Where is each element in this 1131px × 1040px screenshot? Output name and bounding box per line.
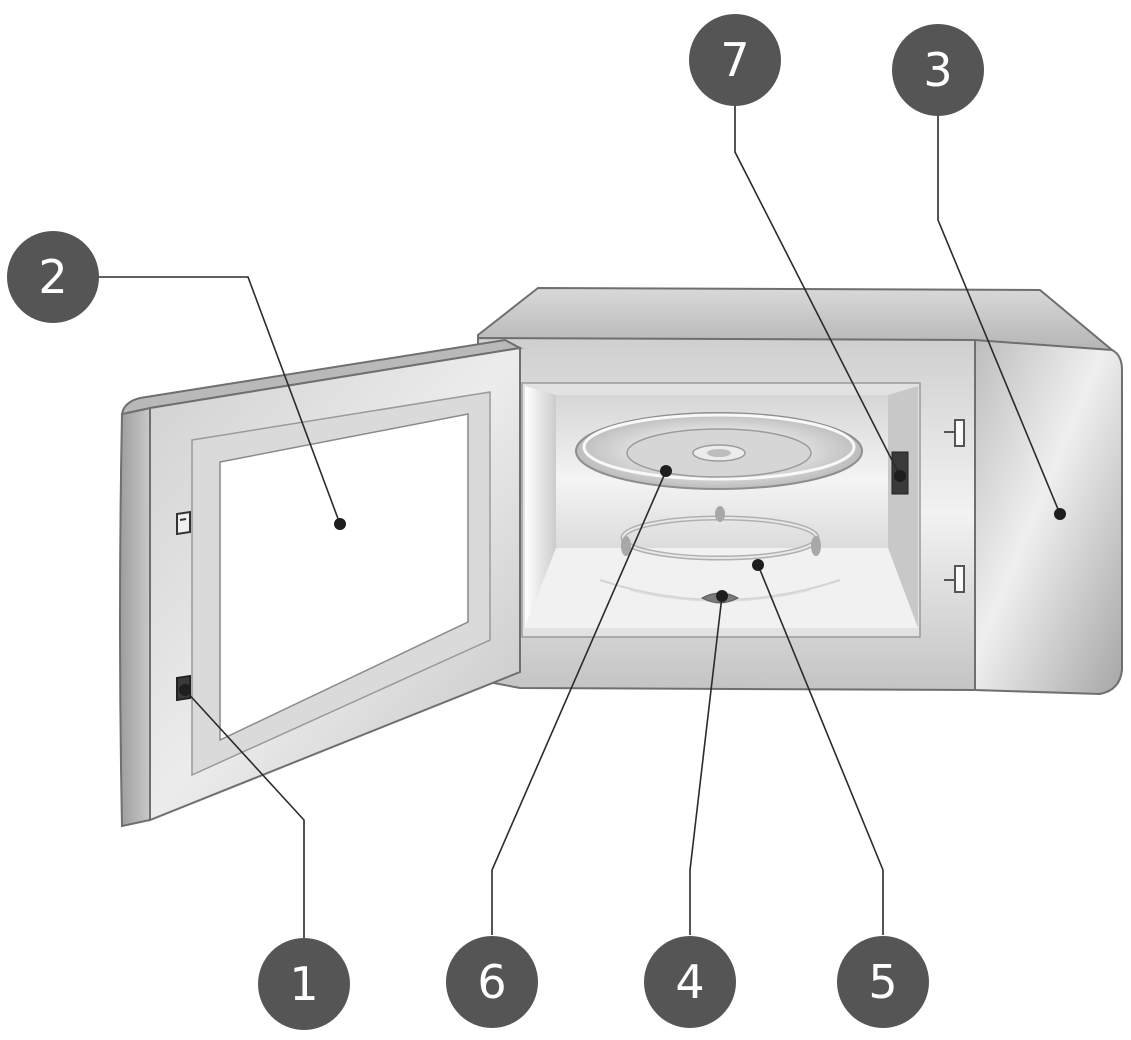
callout-badge-3: 3: [892, 24, 984, 116]
badge-circle: [837, 936, 929, 1028]
callout-dot-4: [716, 590, 728, 602]
callout-badge-2: 2: [7, 231, 99, 323]
glass-tray: [575, 412, 863, 490]
roller-wheel: [811, 536, 821, 556]
callout-dot-2: [334, 518, 346, 530]
callout-dot-6: [660, 465, 672, 477]
badge-circle: [892, 24, 984, 116]
callout-badge-7: 7: [689, 14, 781, 106]
callout-badge-5: 5: [837, 936, 929, 1028]
badge-circle: [689, 14, 781, 106]
callout-dot-3: [1054, 508, 1066, 520]
door-edge: [119, 406, 151, 828]
callout-badge-1: 1: [258, 938, 350, 1030]
callout-dot-1: [179, 684, 191, 696]
badge-number: 5: [868, 955, 897, 1009]
callout-badge-4: 4: [644, 936, 736, 1028]
badge-number: 4: [675, 955, 704, 1009]
leader-line-5: [757, 564, 884, 935]
badge-number: 1: [289, 957, 318, 1011]
roller-wheel: [715, 506, 725, 522]
callout-badges: 1 2 3 4 5 6 7: [7, 14, 984, 1030]
leader-line-6: [491, 470, 667, 935]
badge-circle: [446, 936, 538, 1028]
badge-number: 2: [38, 250, 67, 304]
callout-dots: [179, 465, 1066, 696]
callout-dot-7: [894, 470, 906, 482]
roller-wheel: [621, 536, 631, 556]
leader-line-3: [937, 95, 1061, 515]
badge-number: 6: [477, 955, 506, 1009]
leader-line-2: [95, 276, 341, 525]
leader-line-7: [734, 95, 901, 477]
badge-circle: [644, 936, 736, 1028]
badge-circle: [258, 938, 350, 1030]
badge-number: 7: [720, 33, 749, 87]
callout-badge-6: 6: [446, 936, 538, 1028]
badge-circle: [7, 231, 99, 323]
door-hinge-slot-upper: [944, 419, 965, 447]
leader-lines: [95, 95, 1061, 965]
door-hinge-slot-lower: [944, 565, 965, 593]
microwave-door: [119, 338, 524, 828]
roller-ring: [620, 506, 821, 561]
cavity-left-wall: [525, 386, 556, 628]
leader-line-1: [184, 689, 305, 965]
cavity-right-wall: [888, 386, 918, 628]
callout-dot-5: [752, 559, 764, 571]
control-panel: [974, 338, 1123, 696]
door-window: [219, 413, 469, 742]
badge-number: 3: [923, 43, 952, 97]
leader-line-4: [689, 595, 723, 935]
